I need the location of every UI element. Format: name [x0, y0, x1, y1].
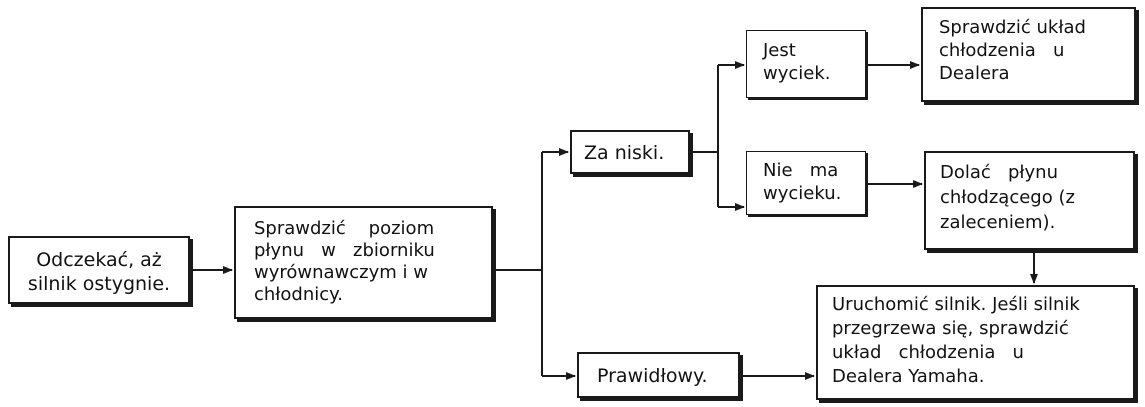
node-wait-line-1: Odczekać, aż: [36, 249, 162, 271]
node-correct: Prawidłowy.: [577, 352, 740, 398]
node-no-leak: Nie ma wycieku.: [746, 151, 866, 215]
node-no-leak-line-1: Nie ma: [763, 160, 839, 181]
node-check-at-dealer: Sprawdzić układ chłodzenia u Dealera: [921, 7, 1136, 102]
node-too-low: Za niski.: [570, 130, 690, 174]
node-start-line-4: Dealera Yamaha.: [832, 366, 985, 387]
node-check-line-2: płynu w zbiorniku: [254, 240, 435, 261]
node-coolant-line-3: zaleceniem).: [940, 212, 1056, 233]
node-wait-cool-down: Odczekać, aż silnik ostygnie.: [8, 236, 190, 304]
node-start-line-1: Uruchomić silnik. Jeśli silnik: [832, 294, 1080, 315]
node-coolant-line-1: Dolać płynu: [940, 162, 1058, 183]
node-check-line-4: chłodnicy.: [254, 284, 343, 305]
node-dealer-line-1: Sprawdzić układ: [939, 17, 1086, 38]
node-wait-line-2: silnik ostygnie.: [27, 273, 171, 295]
node-add-coolant: Dolać płynu chłodzącego (z zaleceniem).: [924, 151, 1135, 250]
node-correct-label: Prawidłowy.: [597, 365, 708, 387]
node-start-line-3: układ chłodzenia u: [832, 342, 1024, 363]
node-dealer-line-2: chłodzenia u: [939, 40, 1065, 61]
node-too-low-label: Za niski.: [584, 142, 665, 164]
node-check-line-3: wyrównawczym i w: [254, 262, 428, 283]
node-leak: Jest wyciek.: [746, 30, 866, 98]
node-coolant-line-2: chłodzącego (z: [940, 187, 1075, 208]
node-check-coolant-level: Sprawdzić poziom płynu w zbiorniku wyrów…: [234, 206, 493, 319]
node-leak-line-1: Jest: [763, 40, 796, 61]
node-leak-line-2: wyciek.: [763, 63, 831, 84]
node-start-engine: Uruchomić silnik. Jeśli silnik przegrzew…: [816, 285, 1135, 400]
node-no-leak-line-2: wycieku.: [763, 183, 842, 204]
node-start-line-2: przegrzewa się, sprawdzić: [832, 318, 1069, 339]
node-check-line-1: Sprawdzić poziom: [254, 218, 435, 239]
node-dealer-line-3: Dealera: [939, 63, 1010, 84]
